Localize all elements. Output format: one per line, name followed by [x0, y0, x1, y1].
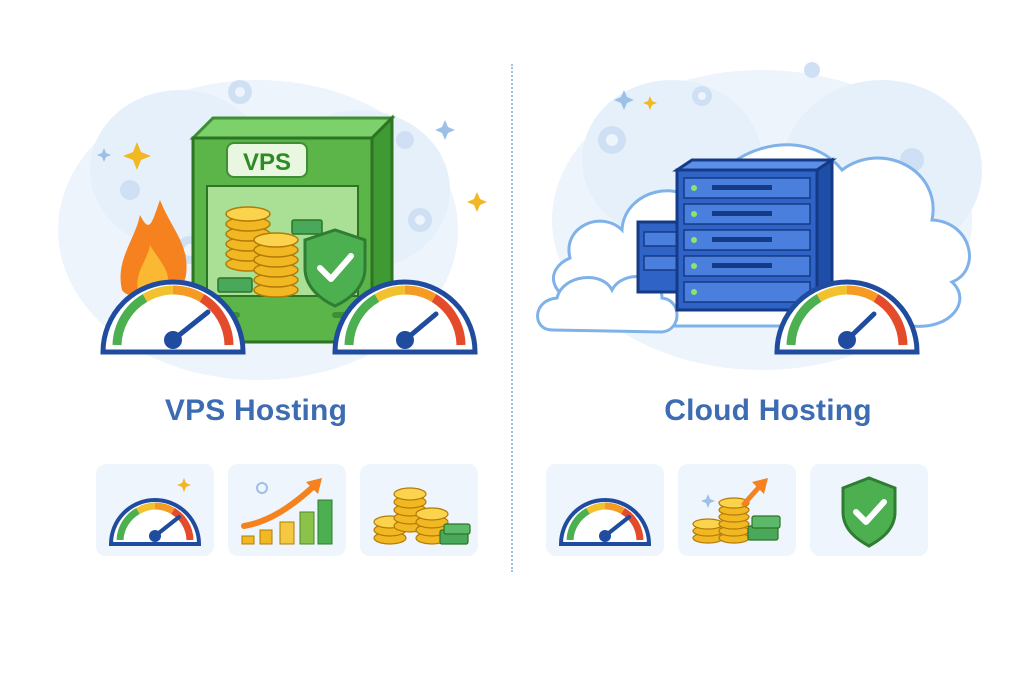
feature-tile-coins-growth	[678, 464, 796, 556]
cloud-panel: Cloud Hosting	[512, 0, 1024, 683]
feature-icon-row	[512, 464, 1024, 556]
feature-icon-row	[0, 464, 512, 556]
vps-label: VPS	[226, 142, 308, 178]
sparkle-icon	[123, 142, 487, 212]
shield-check-icon	[841, 476, 897, 548]
feature-tile-security	[810, 464, 928, 556]
coins-growth-icon	[692, 478, 781, 544]
feature-tile-coins	[360, 464, 478, 556]
coin-stacks-icon	[373, 487, 471, 545]
feature-tile-speed	[96, 464, 214, 556]
speedometer-icon	[558, 498, 652, 546]
svg-text:VPS: VPS	[243, 149, 291, 176]
sparkle-icon	[614, 90, 657, 110]
vps-hero-illustration: VPS	[58, 80, 487, 380]
feature-tile-growth	[228, 464, 346, 556]
speedometer-icon	[332, 279, 478, 355]
coin-stack	[253, 232, 299, 298]
server-rack	[672, 157, 837, 313]
feature-tile-speed	[546, 464, 664, 556]
cloud-hero-illustration	[536, 62, 982, 370]
growth-chart-icon	[241, 478, 333, 545]
shield-check-icon	[303, 228, 367, 308]
speedometer-icon	[100, 279, 246, 355]
panel-divider	[511, 64, 513, 572]
panel-title: VPS Hosting	[164, 394, 348, 427]
speedometer-icon	[774, 279, 920, 355]
speedometer-icon	[108, 478, 202, 546]
vps-panel: VPS	[0, 80, 512, 556]
cash-stack	[217, 219, 323, 293]
sparkle-icon	[97, 120, 455, 162]
panel-title: Cloud Hosting	[664, 394, 872, 427]
